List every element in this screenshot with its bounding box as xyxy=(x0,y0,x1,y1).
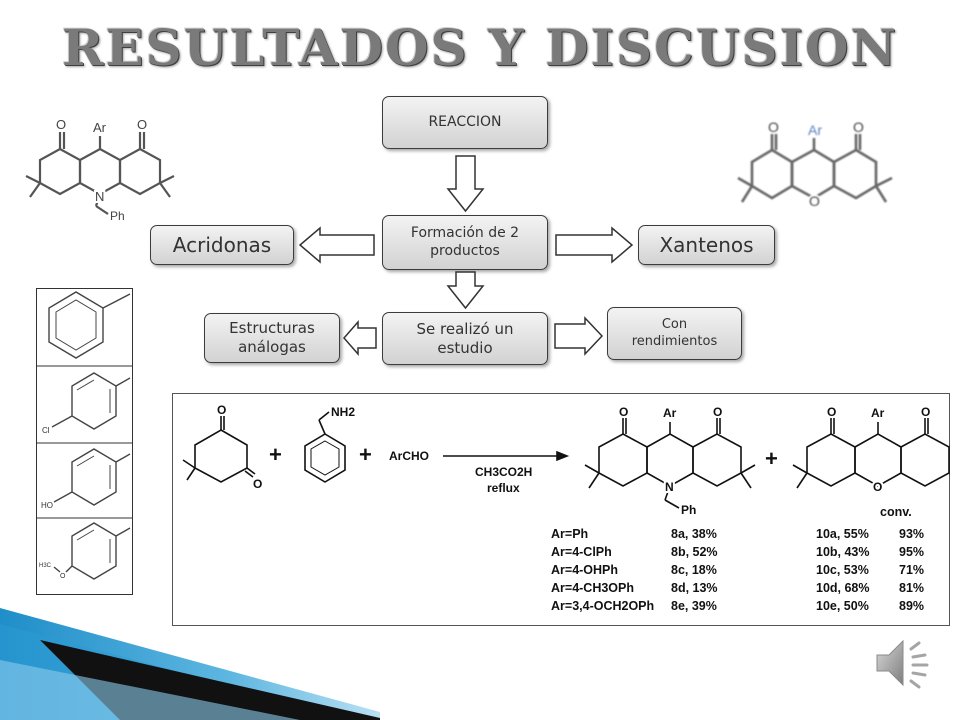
estructuras-label: Estructuras análogas xyxy=(229,319,315,356)
decorative-swoosh xyxy=(0,608,380,720)
acridone-o2: O xyxy=(137,117,147,132)
estructuras-box: Estructuras análogas xyxy=(204,313,340,363)
sub-ho: HO xyxy=(41,501,53,510)
acridonas-box: Acridonas xyxy=(150,225,294,265)
sub-o: O xyxy=(60,573,66,580)
plus-3: + xyxy=(765,446,778,471)
xanthene-o2: O xyxy=(853,119,864,135)
xanthene-o1: O xyxy=(768,119,779,135)
row-conv: 71% xyxy=(899,563,925,577)
p2-o-ring: O xyxy=(873,480,882,494)
xanthene-structure: O O Ar O xyxy=(737,119,893,211)
p1-ar: Ar xyxy=(663,406,677,420)
xanthene-ar: Ar xyxy=(808,122,822,138)
arrow-down-1 xyxy=(446,155,485,213)
xantenos-box: Xantenos xyxy=(638,225,775,265)
xanthene-o: O xyxy=(809,193,820,209)
row-p2: 10e, 50% xyxy=(816,599,869,613)
acridone-n: N xyxy=(95,189,104,204)
arrow-right-xantenos xyxy=(555,226,634,264)
slide-title: RESULTADOS Y DISCUSION xyxy=(61,18,899,77)
estudio-box: Se realizó un estudio xyxy=(382,312,548,365)
condition-acid: CH3CO2H xyxy=(475,465,532,479)
row-p1: 8e, 39% xyxy=(671,599,717,613)
estudio-label: Se realizó un estudio xyxy=(416,319,514,357)
row-ar: Ar=4-CH3OPh xyxy=(551,581,635,595)
p1-n: N xyxy=(665,480,674,494)
row-ar: Ar=4-OHPh xyxy=(551,563,619,577)
row-conv: 81% xyxy=(899,581,925,595)
dimedone-o2: O xyxy=(253,477,262,491)
sub-cl: Cl xyxy=(42,426,50,435)
xantenos-label: Xantenos xyxy=(659,232,754,257)
row-p1: 8b, 52% xyxy=(671,545,718,559)
dimedone-o1: O xyxy=(217,403,226,417)
p1-ph: Ph xyxy=(681,503,696,517)
p1-o1: O xyxy=(619,405,628,419)
p2-ar: Ar xyxy=(871,406,885,420)
acridone-ar: Ar xyxy=(93,120,107,135)
acridonas-label: Acridonas xyxy=(172,232,272,257)
arrow-right-rendimientos xyxy=(554,316,604,356)
arrow-left-acridonas xyxy=(298,226,375,264)
rendimientos-box: Con rendimientos xyxy=(607,307,742,360)
amine-label: NH2 xyxy=(331,405,355,419)
row-p2: 10a, 55% xyxy=(816,527,869,541)
row-p2: 10d, 68% xyxy=(816,581,870,595)
row-p2: 10c, 53% xyxy=(816,563,869,577)
reaccion-label: REACCION xyxy=(428,113,502,130)
row-conv: 95% xyxy=(899,545,925,559)
row-ar: Ar=3,4-OCH2OPh xyxy=(551,599,655,613)
condition-reflux: reflux xyxy=(487,481,520,495)
arrow-down-2 xyxy=(446,271,485,310)
acridone-structure: O O Ar N Ph xyxy=(25,117,175,223)
scheme-drawing: O O NH2 + + + ArCHO CH3CO2H reflux O O A… xyxy=(182,403,950,517)
reagent-label: ArCHO xyxy=(389,449,429,463)
row-p1: 8c, 18% xyxy=(671,563,717,577)
arrow-left-estructuras xyxy=(343,320,377,356)
acridone-o1: O xyxy=(56,117,66,132)
row-p2: 10b, 43% xyxy=(816,545,870,559)
p1-o2: O xyxy=(713,405,722,419)
row-ar: Ar=4-ClPh xyxy=(551,545,612,559)
formacion-box: Formación de 2 productos xyxy=(382,215,548,270)
reaccion-box: REACCION xyxy=(382,96,548,149)
p2-o2: O xyxy=(921,405,930,419)
formacion-label: Formación de 2 productos xyxy=(410,225,520,259)
acridone-ph: Ph xyxy=(110,209,125,223)
p2-o1: O xyxy=(827,405,836,419)
plus-1: + xyxy=(269,442,282,467)
rendimientos-label: Con rendimientos xyxy=(631,317,718,349)
reaction-scheme: O O NH2 + + + ArCHO CH3CO2H reflux O O A… xyxy=(172,393,950,626)
sub-h3c: H3C xyxy=(39,563,52,569)
substituent-table: Cl HO H3C O xyxy=(36,288,133,595)
conv-header: conv. xyxy=(880,505,912,519)
row-conv: 93% xyxy=(899,527,925,541)
row-conv: 89% xyxy=(899,599,925,613)
row-p1: 8a, 38% xyxy=(671,527,717,541)
row-ar: Ar=Ph xyxy=(551,527,589,541)
plus-2: + xyxy=(359,442,372,467)
speaker-icon[interactable] xyxy=(873,633,937,693)
row-p1: 8d, 13% xyxy=(671,581,718,595)
